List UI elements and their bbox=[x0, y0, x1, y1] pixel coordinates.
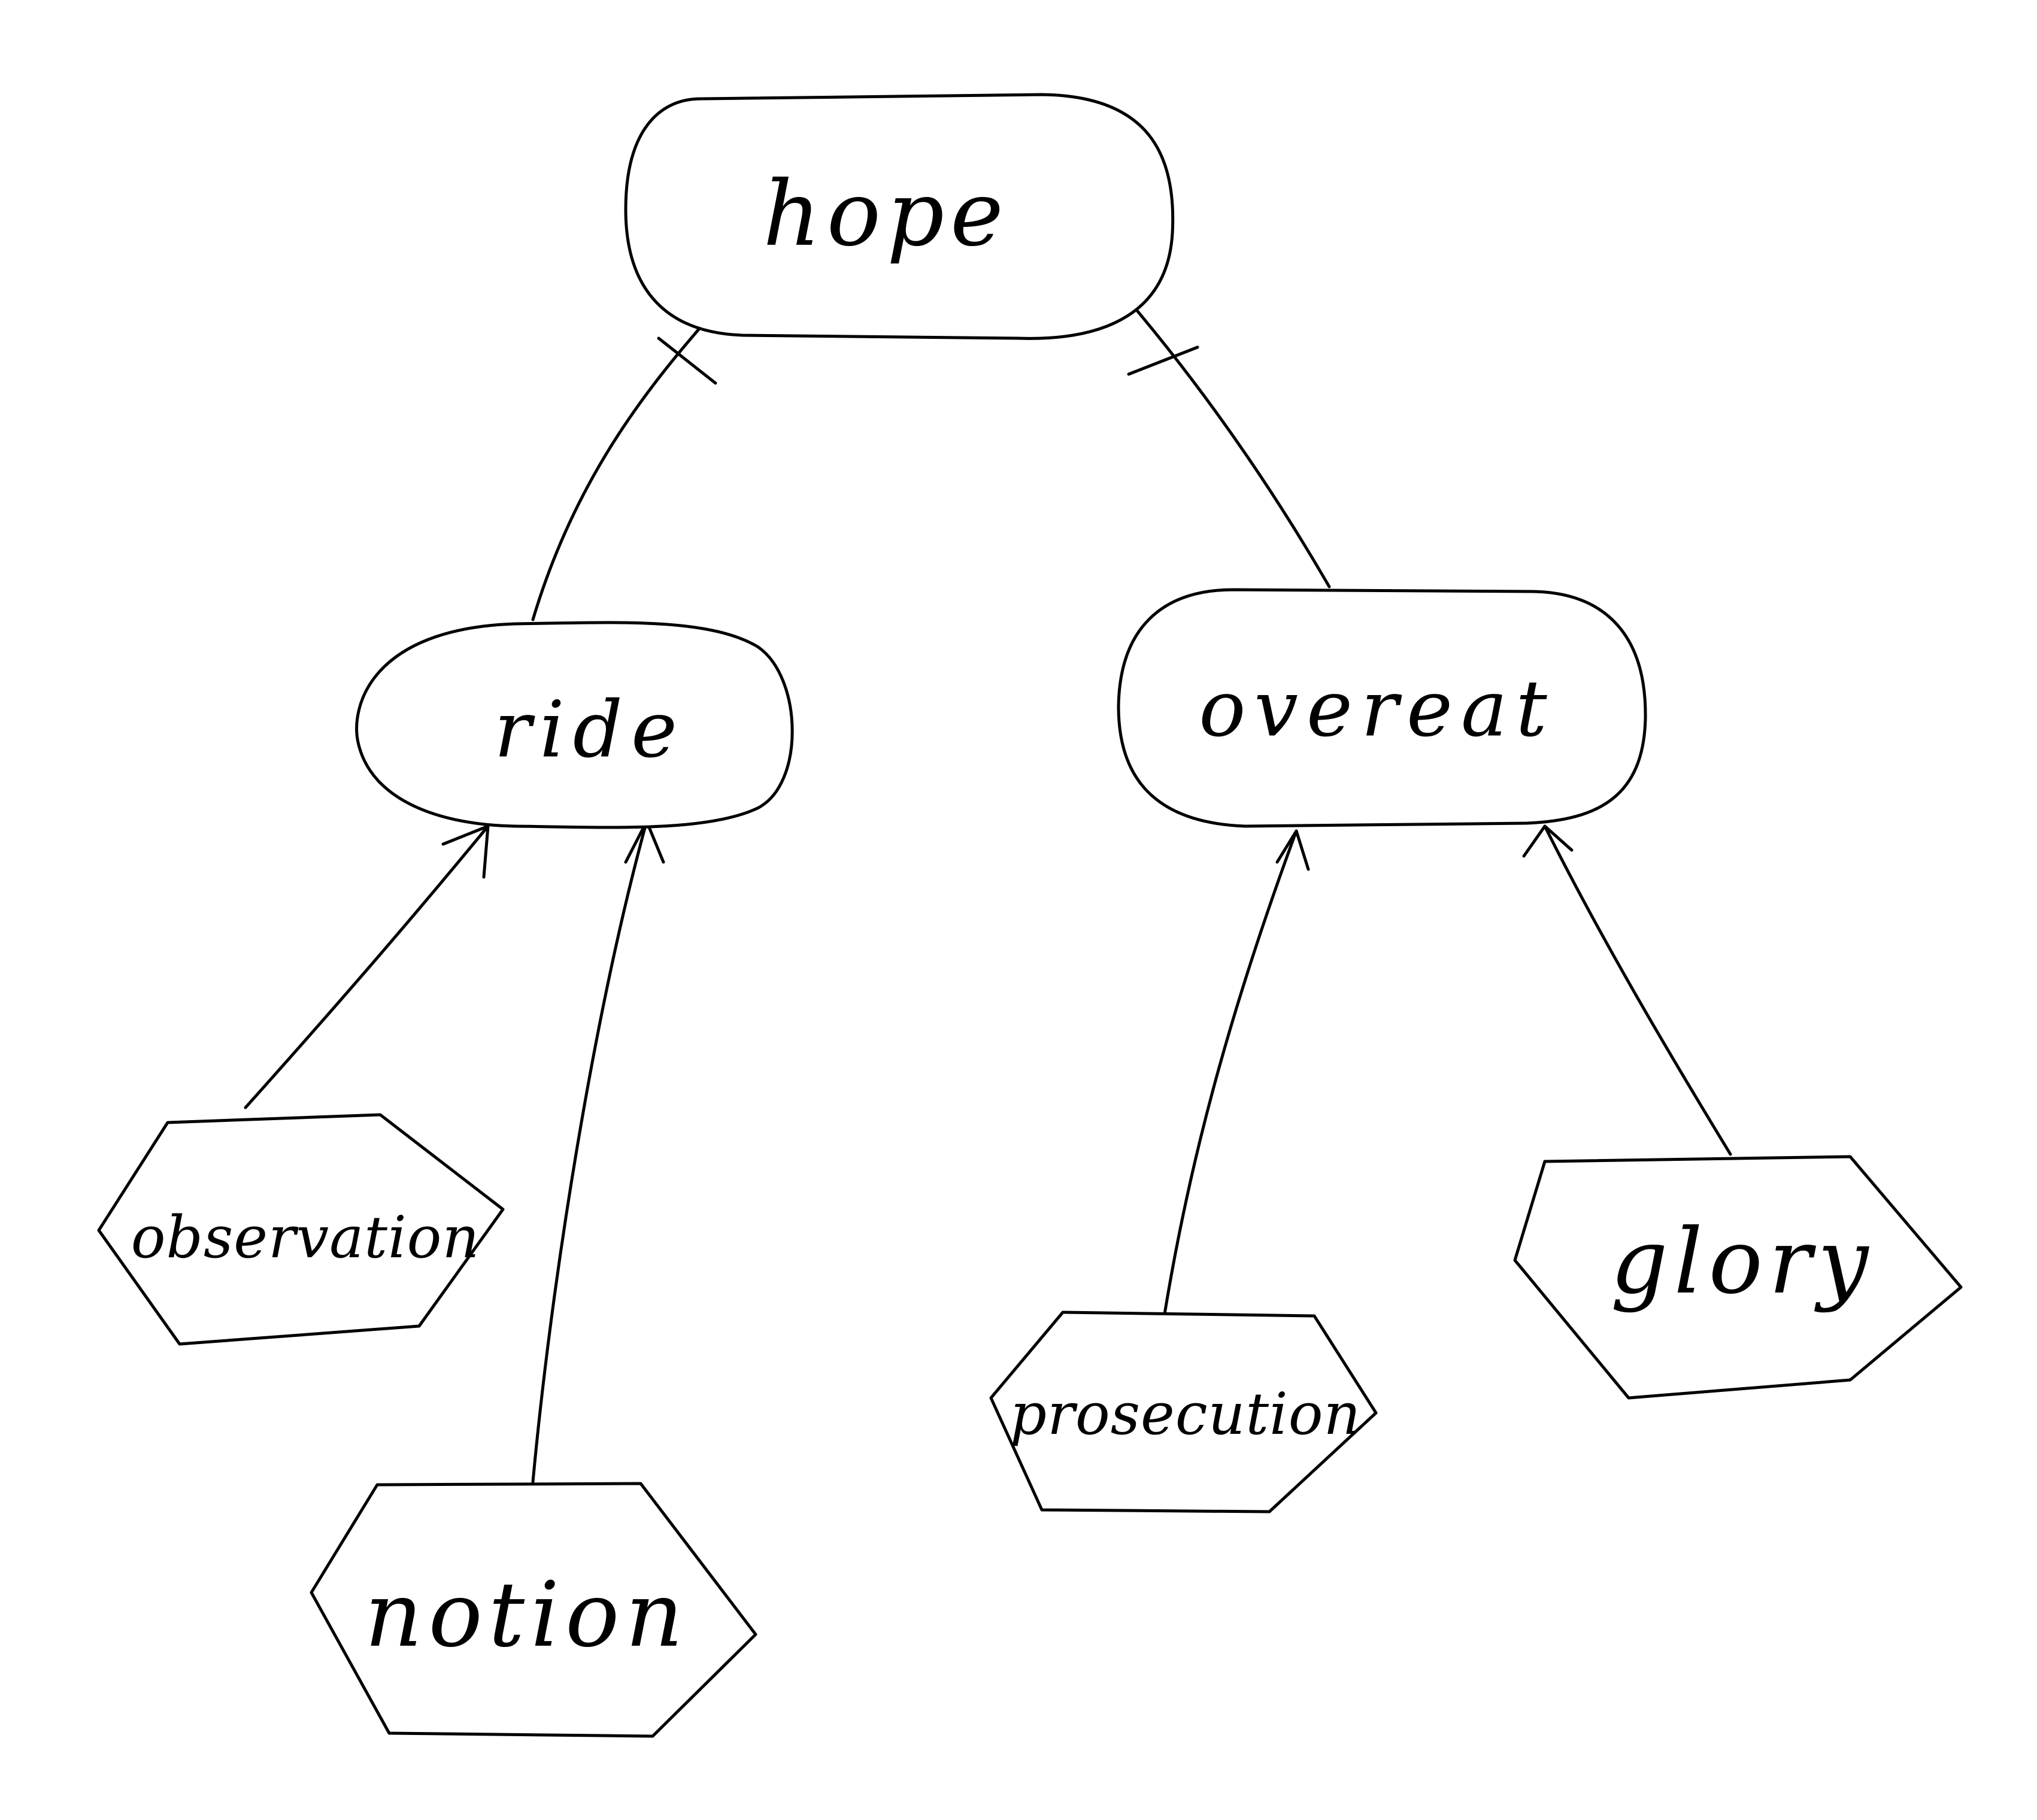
edge-hope-ride bbox=[531, 318, 708, 621]
node-notion: notion bbox=[310, 1482, 757, 1738]
node-ride: ride bbox=[355, 621, 794, 829]
edge-prosecution-overeat-arrowhead bbox=[1275, 829, 1310, 871]
node-prosecution-label: prosecution bbox=[1010, 1381, 1362, 1448]
node-observation: observation bbox=[97, 1113, 505, 1346]
node-notion-shape bbox=[310, 1482, 757, 1738]
node-hope: hope bbox=[624, 93, 1175, 340]
node-overeat-label: overeat bbox=[1199, 663, 1555, 754]
edge-observation-ride bbox=[244, 824, 490, 1109]
node-notion-label: notion bbox=[365, 1563, 689, 1667]
node-observation-label: observation bbox=[131, 1204, 480, 1271]
node-hope-label: hope bbox=[763, 162, 1010, 266]
node-observation-shape bbox=[97, 1113, 505, 1346]
edge-glory-overeat-arrowhead bbox=[1522, 824, 1574, 858]
edge-prosecution-overeat bbox=[1163, 829, 1298, 1316]
edge-glory-overeat bbox=[1543, 824, 1732, 1156]
node-ride-label: ride bbox=[494, 684, 686, 775]
node-overeat: overeat bbox=[1117, 588, 1647, 828]
node-prosecution: prosecution bbox=[989, 1311, 1378, 1513]
edge-notion-ride bbox=[531, 820, 648, 1484]
node-glory-shape bbox=[1513, 1155, 1963, 1400]
edge-hope-overeat bbox=[1136, 310, 1331, 589]
edge-hope-overeat-cross-mark bbox=[1127, 345, 1199, 376]
node-glory-label: glory bbox=[1611, 1210, 1875, 1314]
node-prosecution-shape bbox=[989, 1311, 1378, 1513]
node-overeat-shape bbox=[1117, 588, 1647, 828]
node-glory: glory bbox=[1513, 1155, 1963, 1400]
node-ride-shape bbox=[355, 621, 794, 829]
edge-hope-ride-cross-mark bbox=[657, 336, 717, 385]
node-hope-shape bbox=[624, 93, 1175, 340]
edges bbox=[244, 310, 1732, 1484]
